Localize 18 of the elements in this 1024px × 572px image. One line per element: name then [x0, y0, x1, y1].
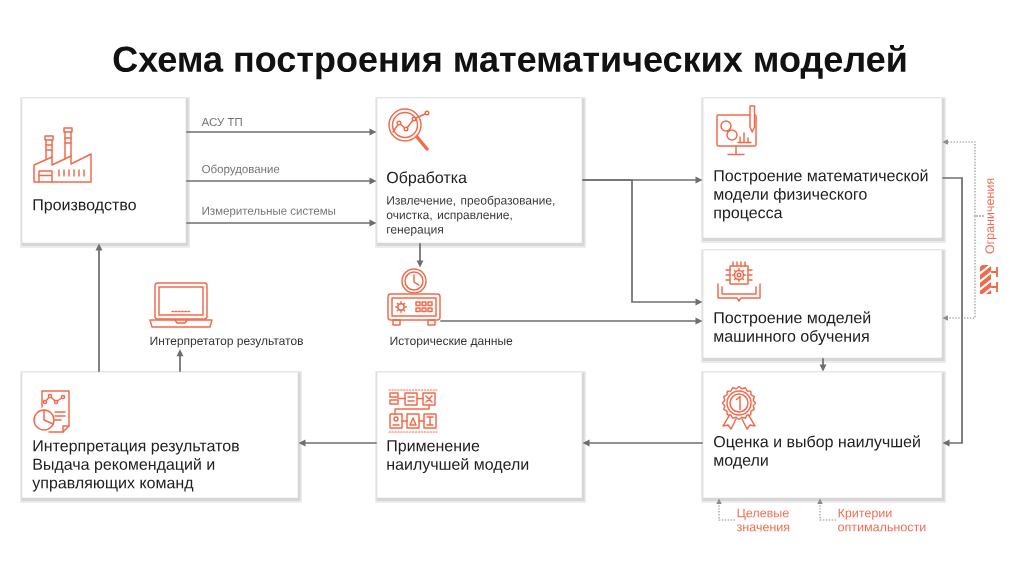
- process-box: Построение математической модели физического процесса: [701, 97, 946, 243]
- process-box: Построение моделей машинного обучения: [701, 249, 946, 363]
- arrow: [941, 177, 963, 447]
- edge-label: Измерительные системы: [200, 205, 338, 219]
- process-box: Интерпретация результатов Выдача рекомендаций и управляющих команд: [20, 371, 302, 503]
- process-box: Обработка Извлечение, преобразование, очистка, исправление, генерация: [375, 97, 586, 248]
- edge-label: Оборудование: [200, 163, 282, 177]
- edge-label: АСУ ТП: [200, 116, 245, 128]
- vertical-label: Ограничения: [985, 178, 997, 254]
- process-box: Применение наилучшей модели: [375, 371, 586, 503]
- server-clock-icon: [387, 268, 441, 326]
- process-box: Оценка и выбор наилучшей модели: [701, 371, 946, 503]
- note-label: Критерии оптимальности: [838, 508, 926, 532]
- process-box: Производство: [20, 97, 190, 248]
- note-label: Целевые значения: [736, 508, 790, 532]
- title: Схема построения математических моделей: [113, 44, 906, 80]
- caption: Интерпретатор результатов: [150, 336, 303, 348]
- node-label: Исторические данные: [390, 336, 513, 348]
